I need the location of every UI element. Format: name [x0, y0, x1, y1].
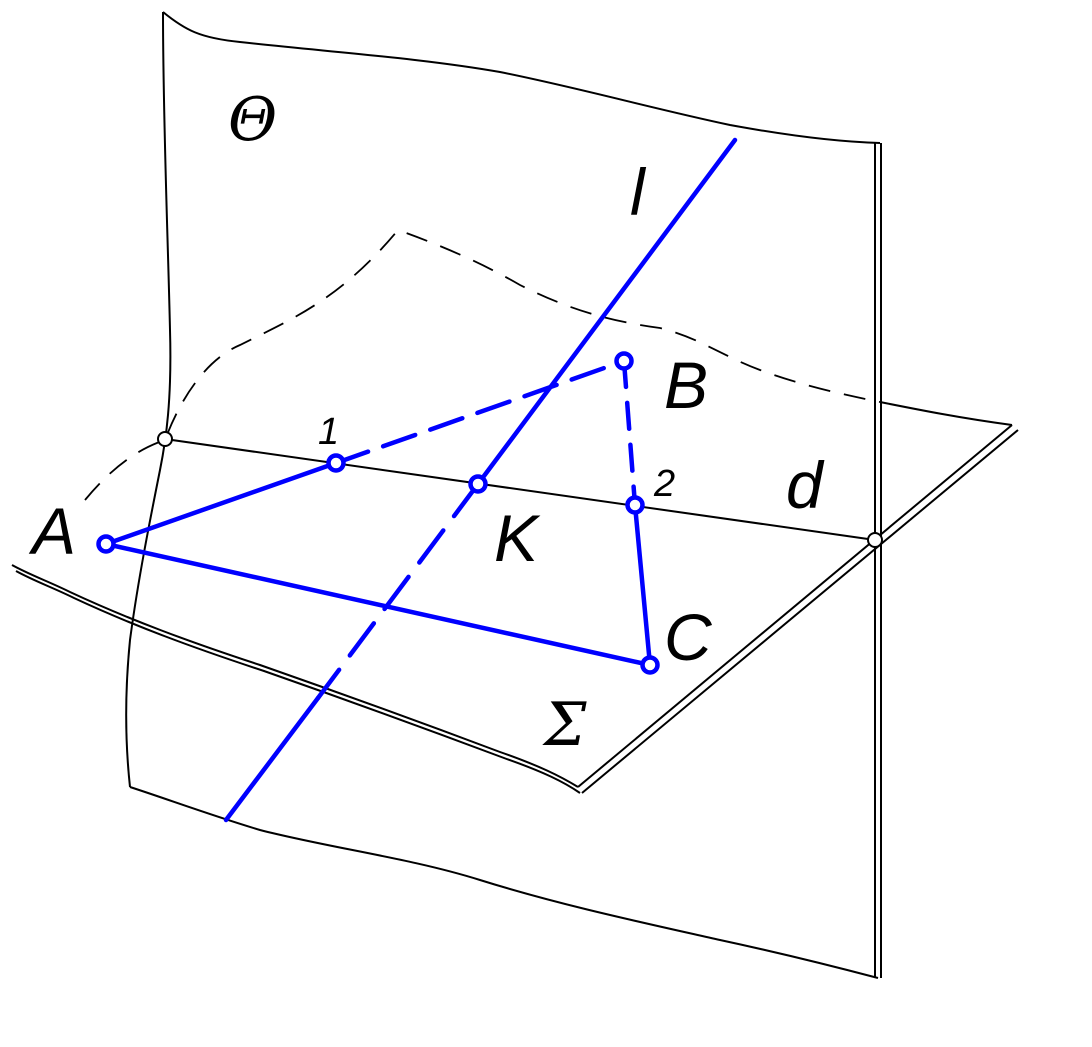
- line-l-top: [475, 137, 738, 487]
- plane-theta-bottom-edge: [129, 786, 879, 979]
- point-k-marker: [468, 474, 488, 494]
- plane-sigma: [11, 228, 1019, 794]
- point-a-marker: [96, 534, 116, 554]
- point-a-label: A: [28, 494, 76, 568]
- segment-a-c: [103, 541, 653, 668]
- plane-theta-left-edge: [125, 11, 172, 788]
- plane-sigma-right-edge-inner: [581, 429, 1019, 794]
- segment-2-c: [632, 502, 653, 668]
- plane-sigma-left-edge-inner: [15, 570, 581, 794]
- line-d-endpoint-left: [157, 431, 173, 447]
- segment-a-1: [103, 460, 339, 547]
- plane-sigma-left-edge-outer: [11, 564, 579, 788]
- points: [96, 351, 660, 675]
- line-l-label: l: [630, 155, 647, 229]
- line-d-endpoint-right: [867, 532, 883, 548]
- line-l-bottom: [223, 695, 321, 823]
- point-c-marker: [640, 655, 660, 675]
- line-d: [157, 431, 883, 548]
- point-2-label: 2: [653, 463, 675, 505]
- point-1-label: 1: [318, 411, 339, 453]
- plane-theta-top-edge: [162, 11, 881, 144]
- point-k-label: K: [494, 501, 541, 575]
- point-c-label: C: [664, 600, 713, 674]
- line-d-segment: [164, 438, 876, 541]
- plane-sigma-label: Σ: [542, 690, 587, 760]
- plane-sigma-back-edge-hidden: [84, 228, 881, 501]
- segment-1-b-hidden: [333, 358, 627, 466]
- line-l-hidden: [315, 481, 481, 701]
- plane-sigma-back-edge: [879, 401, 1013, 426]
- plane-sigma-right-edge-outer: [577, 424, 1013, 788]
- line-d-label: d: [786, 448, 825, 522]
- plane-theta: [125, 11, 882, 979]
- plane-theta-label: Θ: [228, 85, 277, 155]
- point-b-marker: [614, 351, 634, 371]
- point-1-marker: [326, 453, 346, 473]
- construction: [103, 137, 738, 823]
- point-2-marker: [625, 495, 645, 515]
- segment-b-2-hidden: [621, 358, 638, 508]
- point-b-label: B: [664, 348, 708, 422]
